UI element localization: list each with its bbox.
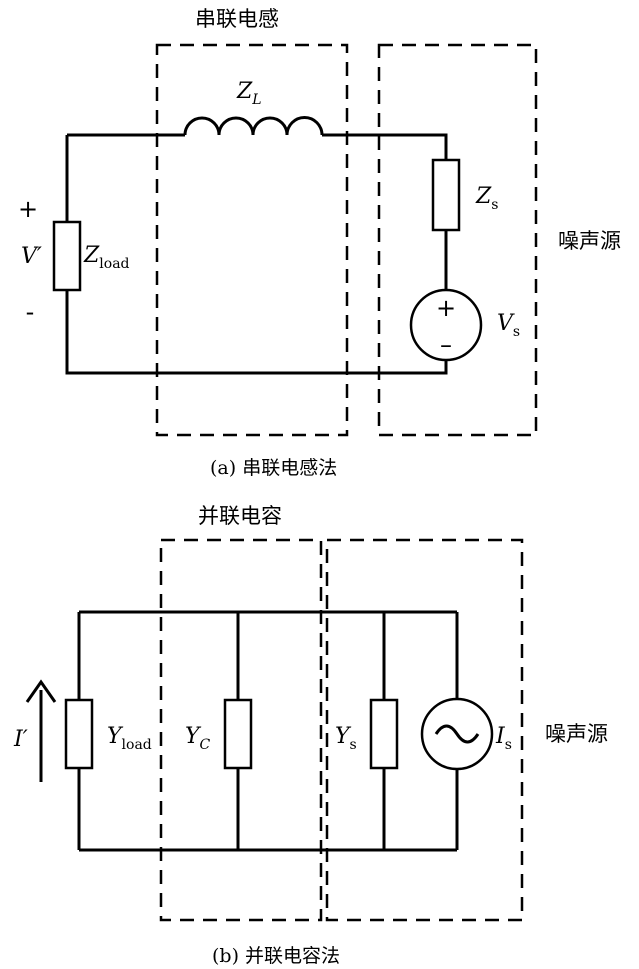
- load-impedance-symbol: Z: [83, 243, 100, 268]
- port-current-label: I′: [13, 727, 28, 752]
- parallel-capacitor-title: 并联电容: [198, 504, 282, 528]
- load-admittance-label: Yload: [107, 724, 152, 753]
- noise-source-label-a: 噪声源: [558, 229, 621, 253]
- port-voltage-label: V′: [21, 244, 42, 269]
- series-inductor-title: 串联电感: [195, 7, 279, 31]
- load-impedance-resistor: [52, 220, 82, 292]
- bottom-wire-a: [65, 290, 448, 375]
- capacitor-subscript: C: [200, 737, 211, 753]
- parallel-capacitor-box: [159, 538, 323, 922]
- voltage-source-subscript: s: [513, 324, 520, 340]
- source-plus-sign: +: [436, 294, 456, 322]
- voltage-source: [409, 288, 483, 362]
- capacitor-admittance-resistor: [223, 698, 253, 770]
- load-admittance-resistor: [64, 698, 94, 770]
- source-impedance-symbol: Z: [475, 184, 492, 209]
- source-admittance-resistor: [369, 698, 399, 770]
- voltage-source-label: Vs: [497, 311, 520, 340]
- capacitor-symbol: Y: [185, 724, 202, 749]
- source-admittance-symbol: Y: [335, 724, 352, 749]
- noise-source-box-a: [377, 43, 538, 437]
- load-impedance-label: Zload: [83, 243, 130, 272]
- load-admittance-subscript: load: [122, 737, 152, 753]
- load-impedance-subscript: load: [99, 256, 129, 272]
- capacitor-label: YC: [185, 724, 211, 753]
- current-source-symbol: I: [495, 724, 506, 749]
- noise-source-label-b: 噪声源: [545, 722, 608, 746]
- current-source-label: Is: [495, 724, 512, 753]
- diagram-a: + – 串联电感 ZL Zs Zload Vs + V′ - 噪声源 (a) 串…: [18, 7, 621, 479]
- source-impedance-label: Zs: [475, 184, 498, 213]
- top-wire-right: [322, 133, 448, 160]
- series-inductor-box: [155, 43, 349, 437]
- inductor-symbol: Z: [236, 79, 253, 104]
- source-admittance-subscript: s: [350, 737, 357, 753]
- current-arrow-head: [25, 679, 57, 703]
- inductor-coil: [183, 116, 324, 136]
- port-plus-sign: +: [18, 195, 38, 223]
- inductor-label: ZL: [236, 79, 262, 108]
- caption-b: (b) 并联电容法: [212, 945, 340, 967]
- noise-source-box-b: [325, 538, 524, 922]
- source-impedance-subscript: s: [491, 197, 498, 213]
- load-admittance-symbol: Y: [107, 724, 124, 749]
- sine-wave-icon: [434, 724, 480, 744]
- source-admittance-label: Ys: [335, 724, 357, 753]
- voltage-source-symbol: V: [497, 311, 515, 336]
- caption-a: (a) 串联电感法: [210, 457, 337, 479]
- diagram-b: 并联电容 I′ Yload YC Ys Is 噪声源 (b) 并联电容法: [13, 504, 608, 967]
- source-minus-sign: –: [440, 331, 452, 359]
- inductor-subscript: L: [251, 92, 261, 108]
- current-source-subscript: s: [505, 737, 512, 753]
- port-minus-sign: -: [26, 298, 35, 326]
- source-impedance-resistor: [431, 158, 461, 232]
